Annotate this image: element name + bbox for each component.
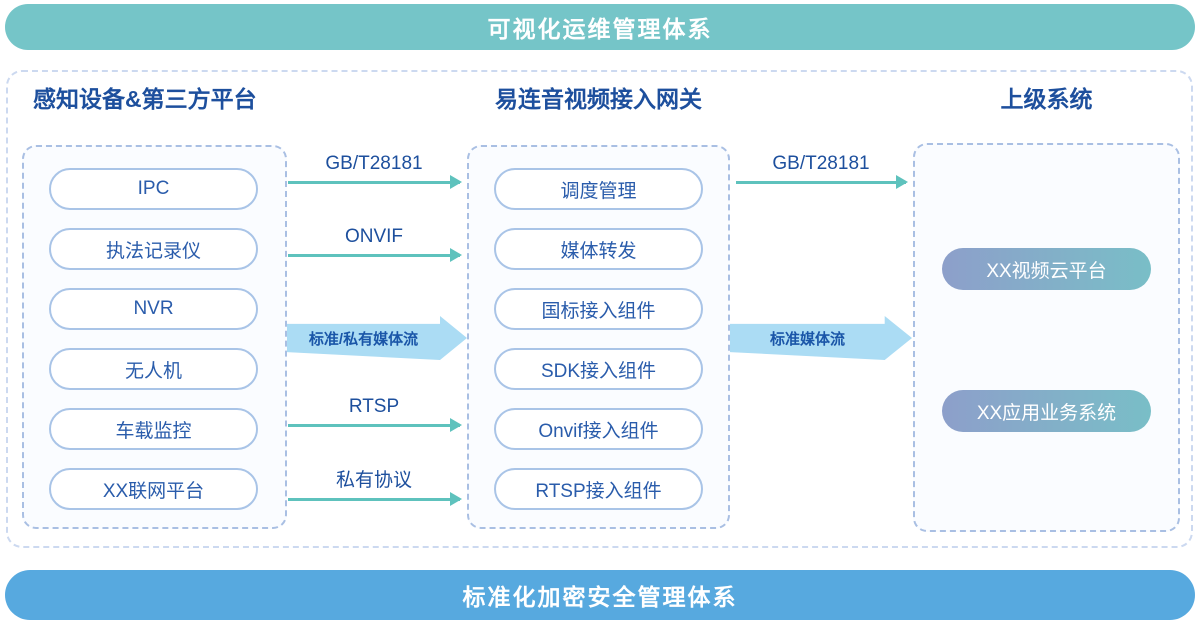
- node-xx-network-platform: XX联网平台: [49, 468, 258, 510]
- flow-gbt28181-right: GB/T28181: [736, 153, 908, 189]
- node-gb-access: 国标接入组件: [494, 288, 703, 330]
- devices-group: IPC 执法记录仪 NVR 无人机 车载监控 XX联网平台: [22, 145, 287, 529]
- column-title-devices: 感知设备&第三方平台: [33, 86, 257, 112]
- node-dispatch-mgmt: 调度管理: [494, 168, 703, 210]
- node-xx-app-system: XX应用业务系统: [942, 390, 1151, 432]
- flow-private-protocol: 私有协议: [288, 470, 462, 506]
- flow-gbt28181-left: GB/T28181: [288, 153, 462, 189]
- node-drone: 无人机: [49, 348, 258, 390]
- column-title-gateway: 易连音视频接入网关: [495, 86, 702, 112]
- top-banner: 可视化运维管理体系: [5, 4, 1195, 50]
- node-vehicle-monitor: 车载监控: [49, 408, 258, 450]
- node-media-forward: 媒体转发: [494, 228, 703, 270]
- flow-rtsp: RTSP: [288, 396, 462, 432]
- node-nvr: NVR: [49, 288, 258, 330]
- flow-label: GB/T28181: [325, 153, 423, 174]
- flow-onvif: ONVIF: [288, 226, 462, 262]
- node-xx-video-cloud: XX视频云平台: [942, 248, 1151, 290]
- flow-label: ONVIF: [344, 226, 404, 247]
- node-ipc: IPC: [49, 168, 258, 210]
- node-rtsp-access: RTSP接入组件: [494, 468, 703, 510]
- node-sdk-access: SDK接入组件: [494, 348, 703, 390]
- column-title-upstream: 上级系统: [1000, 86, 1093, 112]
- node-onvif-access: Onvif接入组件: [494, 408, 703, 450]
- bottom-banner: 标准化加密安全管理体系: [5, 570, 1195, 620]
- flow-label: 标准/私有媒体流: [308, 330, 419, 348]
- flow-label: 私有协议: [335, 470, 412, 491]
- flow-label: RTSP: [348, 396, 400, 417]
- gateway-group: 调度管理 媒体转发 国标接入组件 SDK接入组件 Onvif接入组件 RTSP接…: [467, 145, 730, 529]
- arrow-right-icon: [736, 175, 908, 189]
- flow-label: GB/T28181: [772, 153, 870, 174]
- arrow-right-icon: [288, 492, 462, 506]
- node-bodycam: 执法记录仪: [49, 228, 258, 270]
- upstream-group: XX视频云平台 XX应用业务系统: [913, 143, 1180, 532]
- arrow-right-icon: [288, 175, 462, 189]
- arrow-right-icon: [288, 418, 462, 432]
- flow-label: 标准媒体流: [769, 330, 845, 348]
- arrow-right-icon: [288, 248, 462, 262]
